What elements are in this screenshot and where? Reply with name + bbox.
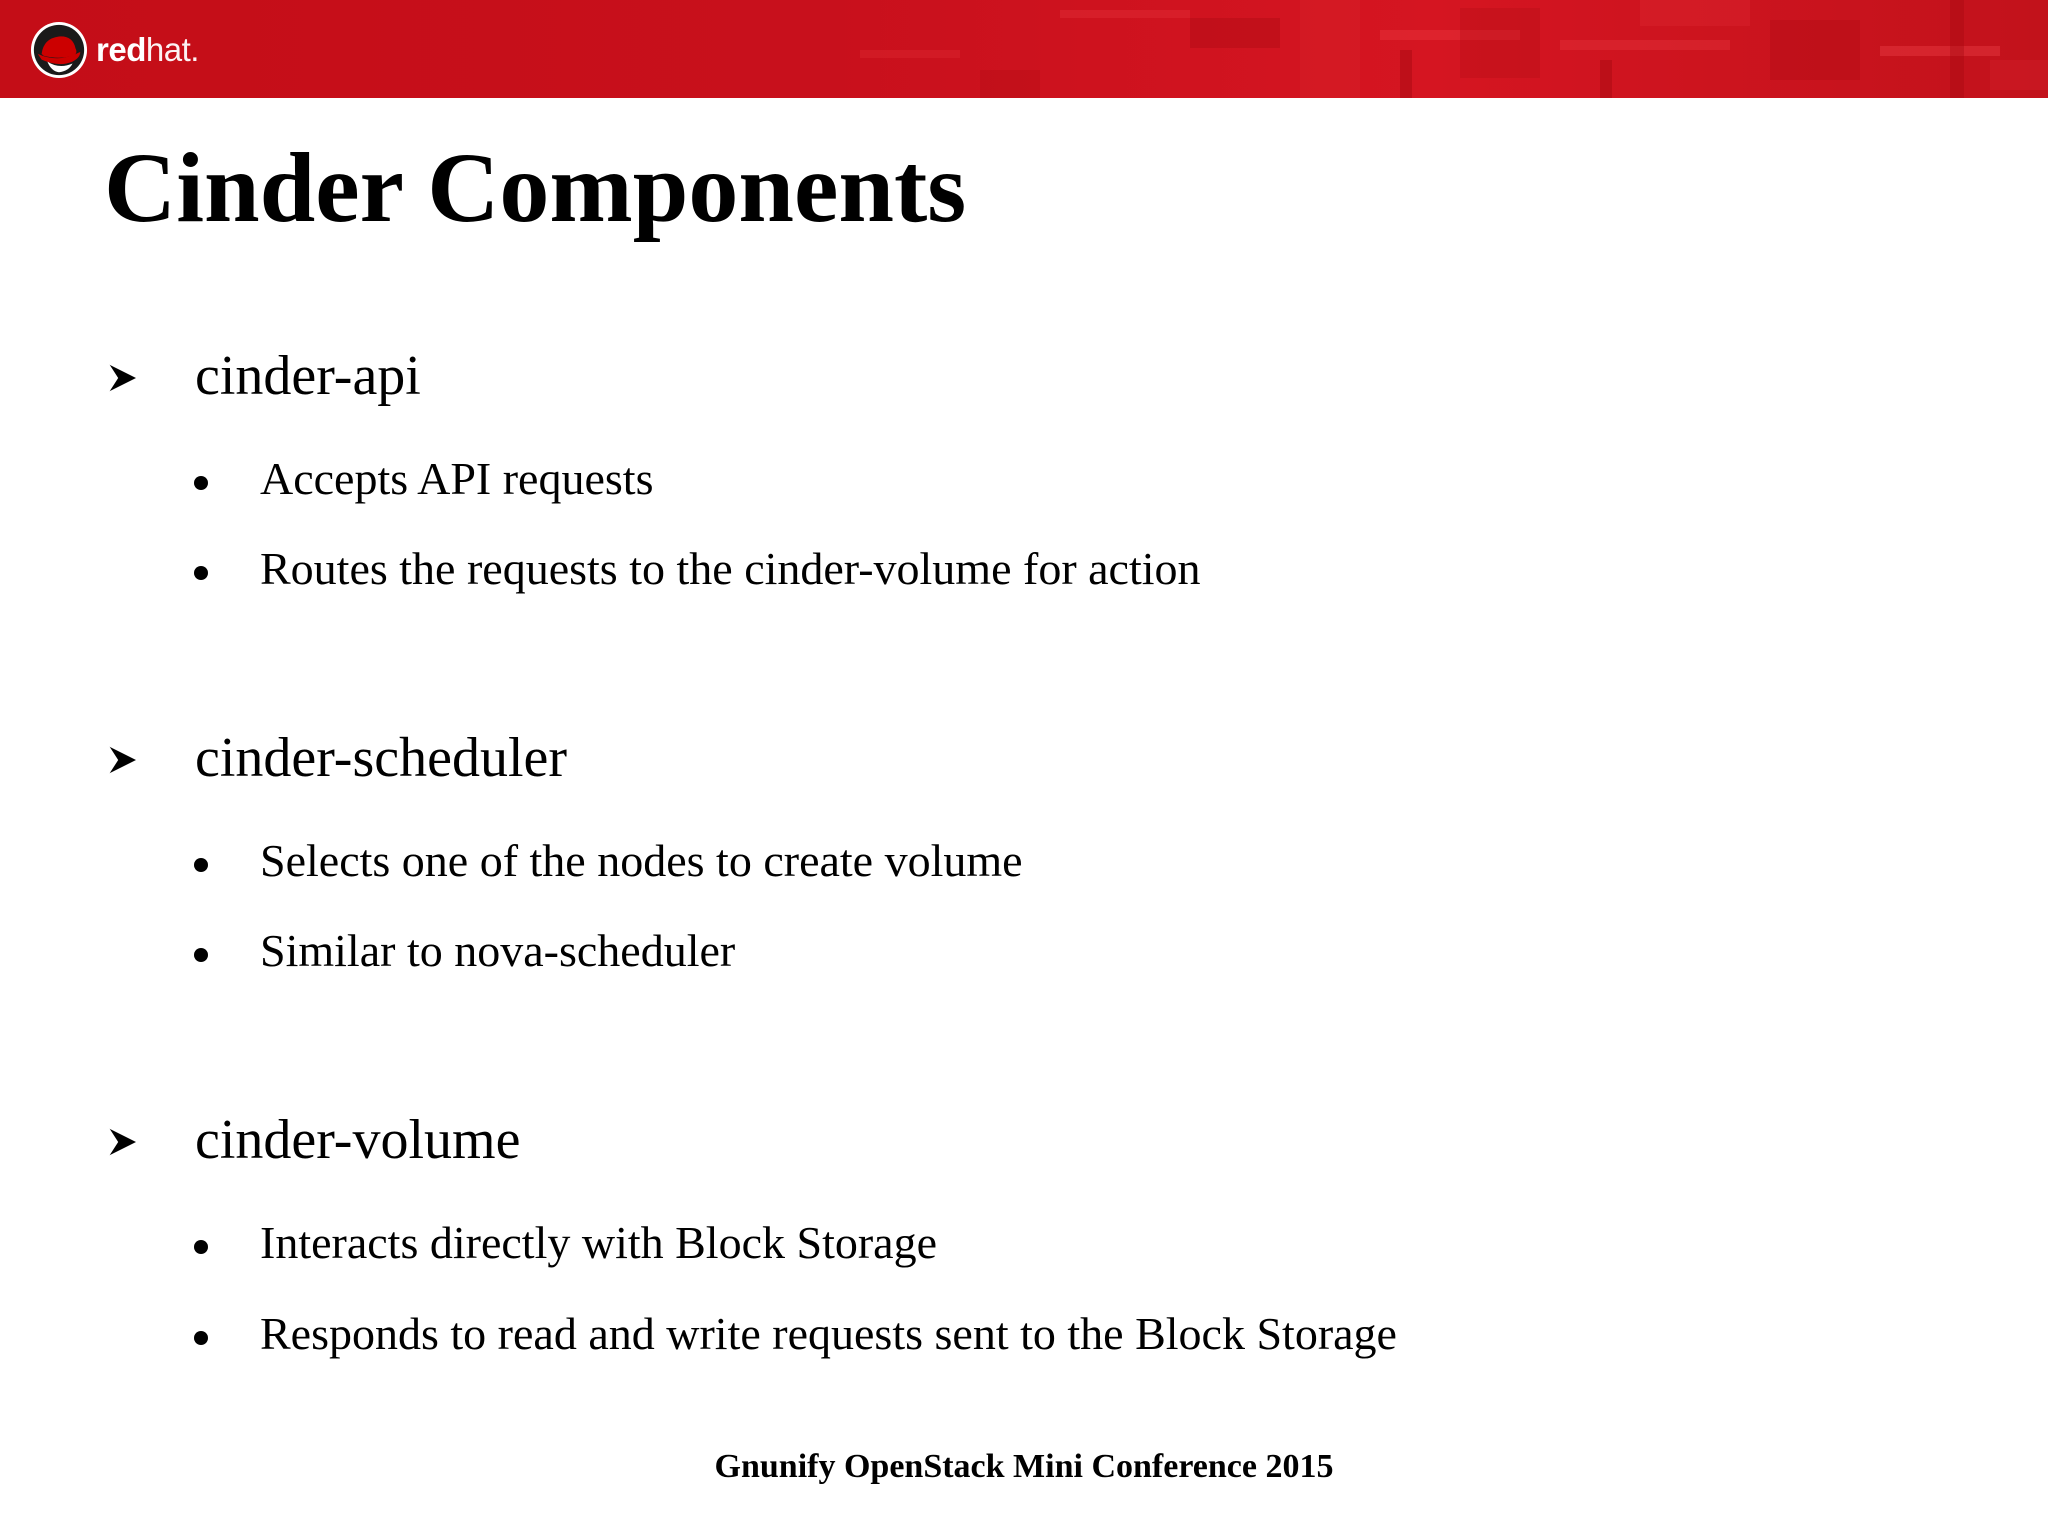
arrow-bullet-icon — [107, 745, 136, 775]
bullet-dot — [194, 858, 208, 872]
bullet-dot — [194, 566, 208, 580]
bullet-dot — [194, 476, 208, 490]
bullet-text: Interacts directly with Block Storage — [260, 1217, 938, 1268]
section-heading: cinder-volume — [195, 1109, 521, 1171]
bullet-text: Accepts API requests — [260, 453, 654, 504]
section-heading: cinder-scheduler — [195, 727, 568, 789]
arrow-bullet-icon — [107, 363, 136, 393]
bullet-text: Similar to nova-scheduler — [260, 925, 736, 976]
bullet-text: Selects one of the nodes to create volum… — [260, 835, 1023, 886]
banner-pattern — [860, 0, 2048, 98]
redhat-logo: redhat. — [30, 20, 199, 80]
redhat-wordmark: redhat. — [96, 31, 199, 68]
arrow-bullet-icon — [107, 1127, 136, 1157]
footer-text: Gnunify OpenStack Mini Conference 2015 — [714, 1448, 1334, 1485]
bullet-text: Responds to read and write requests sent… — [260, 1308, 1397, 1359]
header-banner: redhat. — [0, 0, 2048, 98]
section-heading: cinder-api — [195, 345, 421, 407]
slide-title: Cinder Components — [104, 132, 967, 243]
bullet-text: Routes the requests to the cinder-volume… — [260, 543, 1201, 594]
bullet-dot — [194, 948, 208, 962]
redhat-shadowman-icon — [30, 21, 88, 79]
bullet-dot — [194, 1331, 208, 1345]
bullet-dot — [194, 1240, 208, 1254]
